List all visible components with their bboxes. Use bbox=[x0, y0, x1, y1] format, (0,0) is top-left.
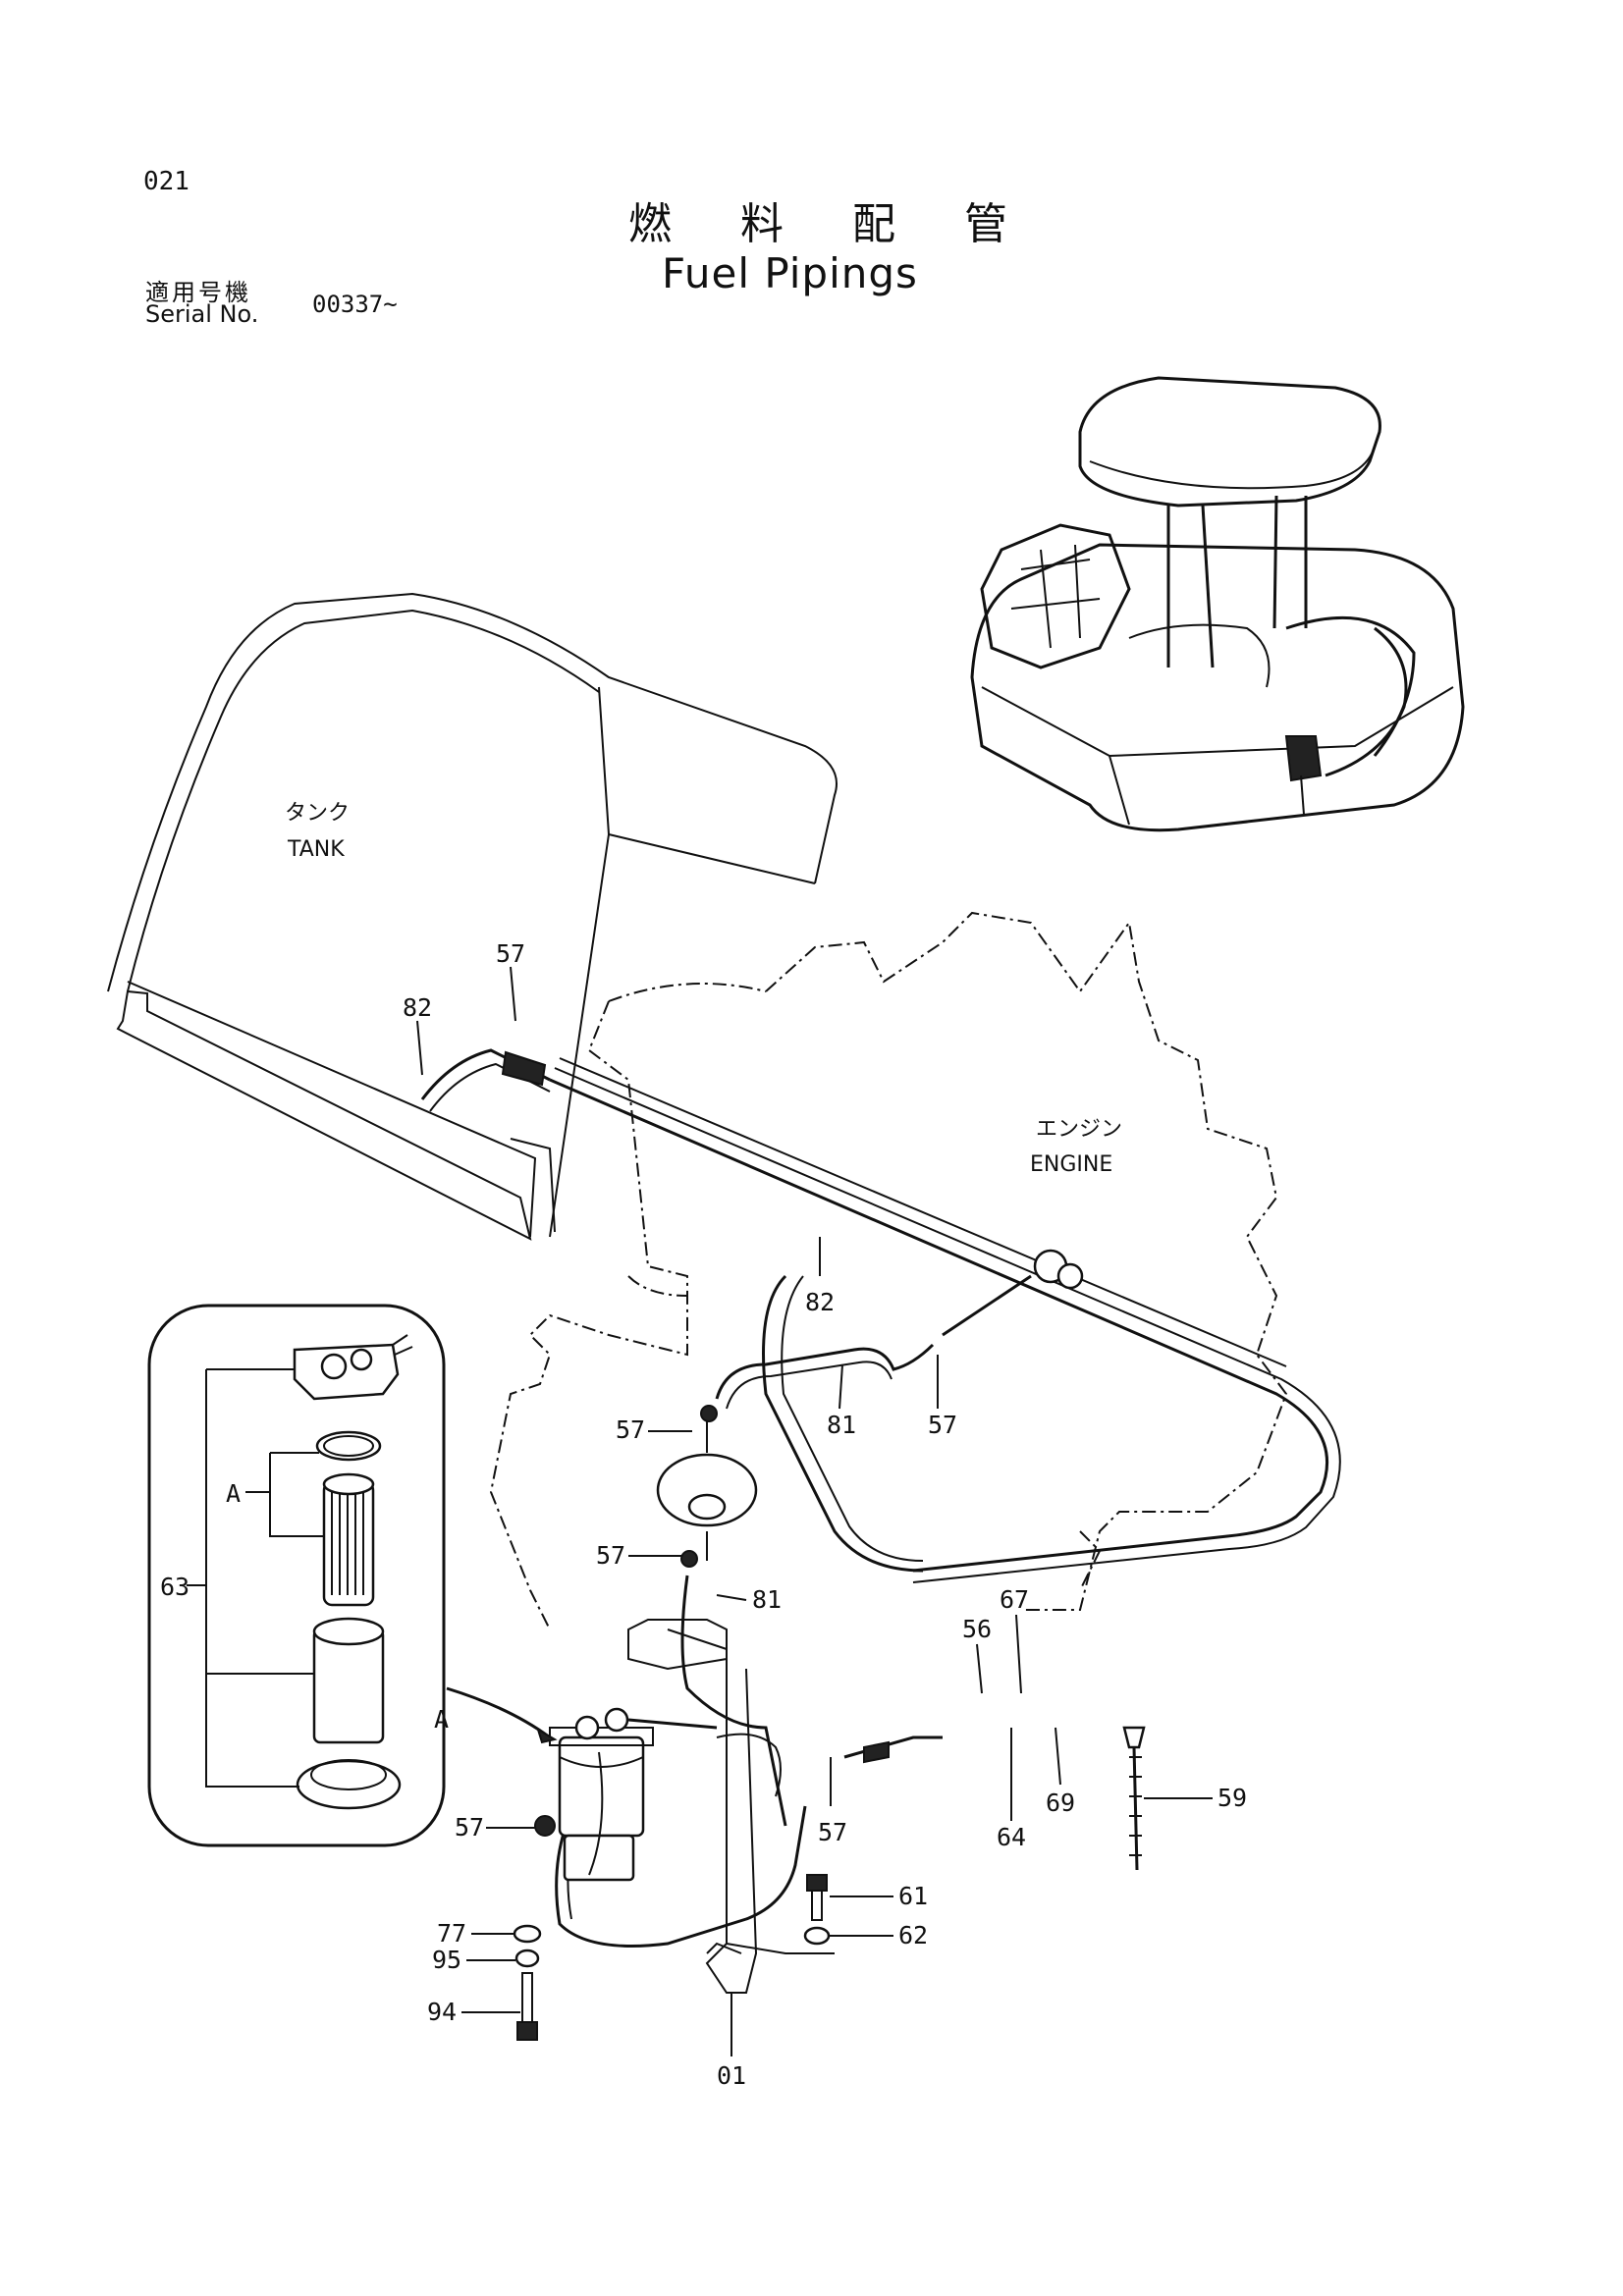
callout-82: 82 bbox=[403, 993, 432, 1022]
tank-label-jp: タンク bbox=[285, 801, 350, 826]
callout-57: 57 bbox=[616, 1415, 645, 1444]
machine-overview-illustration bbox=[970, 376, 1465, 832]
hardware-bolts bbox=[513, 1874, 831, 2041]
cable-tie bbox=[1122, 1726, 1146, 1871]
serial-label-jp: 適用号機 bbox=[145, 279, 251, 306]
inline-fuel-filter bbox=[656, 1405, 758, 1568]
callout-67: 67 bbox=[1000, 1585, 1029, 1614]
callout-57: 57 bbox=[818, 1818, 847, 1846]
detail-a-inset bbox=[147, 1304, 558, 1847]
callout-57: 57 bbox=[455, 1813, 484, 1842]
callout-01: 01 bbox=[717, 2061, 746, 2090]
serial-number-value: 00337~ bbox=[312, 291, 398, 318]
callout-94: 94 bbox=[427, 1998, 457, 2026]
fuel-lines bbox=[420, 1048, 1341, 1948]
callout-81: 81 bbox=[827, 1411, 856, 1439]
callout-59: 59 bbox=[1217, 1784, 1247, 1812]
callout-64: 64 bbox=[997, 1823, 1026, 1851]
callout-77: 77 bbox=[437, 1919, 466, 1948]
engine-label-en: ENGINE bbox=[1030, 1152, 1112, 1177]
callout-61: 61 bbox=[898, 1882, 928, 1910]
callout-56: 56 bbox=[962, 1615, 992, 1643]
callout-detail-a: A bbox=[226, 1479, 241, 1508]
callout-81: 81 bbox=[752, 1585, 782, 1614]
callout-63: 63 bbox=[160, 1573, 189, 1601]
fuel-tank-outline bbox=[107, 592, 838, 1241]
callout-69: 69 bbox=[1046, 1789, 1075, 1817]
serial-label-en: Serial No. bbox=[145, 300, 259, 328]
callout-57: 57 bbox=[928, 1411, 957, 1439]
engine-label-jp: エンジン bbox=[1036, 1117, 1122, 1142]
callout-95: 95 bbox=[432, 1946, 461, 1974]
callout-62: 62 bbox=[898, 1921, 928, 1949]
callout-57: 57 bbox=[596, 1541, 625, 1570]
fuel-filter-assembly bbox=[534, 1619, 835, 1994]
page-number: 021 bbox=[143, 167, 189, 196]
callout-detail-a-ref: A bbox=[434, 1705, 449, 1734]
callout-57: 57 bbox=[496, 939, 525, 968]
engine-phantom-outline bbox=[489, 911, 1288, 1630]
callout-82: 82 bbox=[805, 1288, 835, 1316]
callout-leader-lines bbox=[416, 966, 1213, 2056]
page-title-jp: 燃 料 配 管 bbox=[628, 199, 1035, 249]
page-title-en: Fuel Pipings bbox=[662, 249, 918, 297]
tank-label-en: TANK bbox=[287, 837, 345, 862]
